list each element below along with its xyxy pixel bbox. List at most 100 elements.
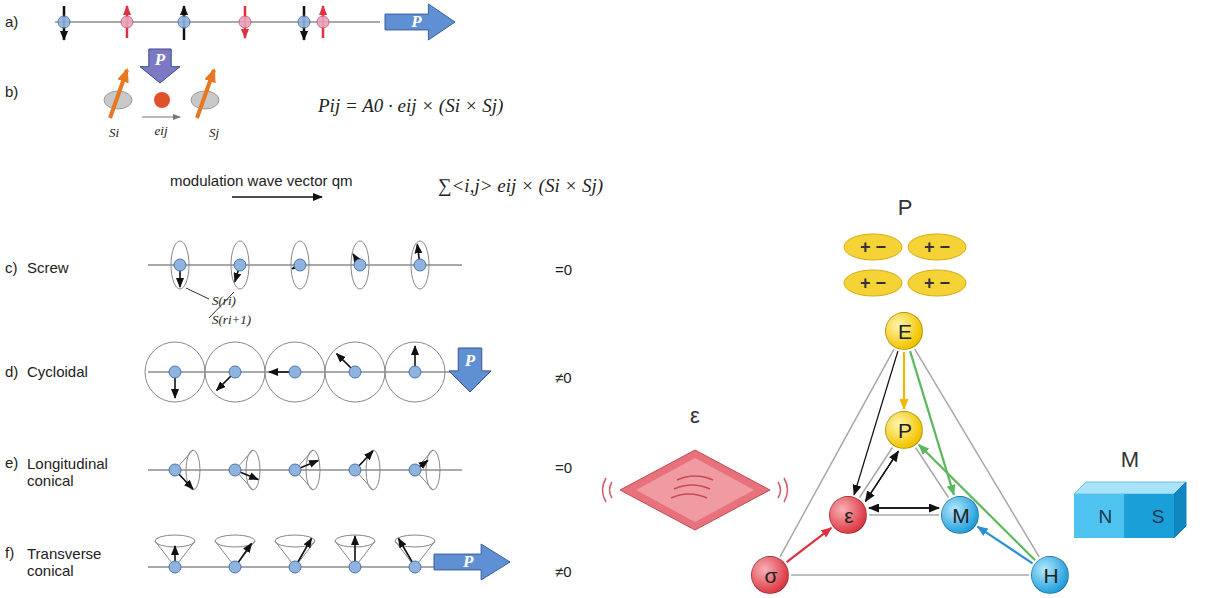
circle-node: P [885,411,923,449]
label: Screw [27,259,69,276]
label: b) [5,83,18,100]
connector [865,451,898,501]
spin-site [229,464,241,476]
node-text: M [1121,447,1139,473]
magnet-south [1124,494,1174,538]
label: c) [5,259,18,276]
node-text: M [952,504,970,528]
arrow-shape [434,544,510,580]
connector [916,448,949,498]
node-text: E [898,320,912,344]
circle-node: M [941,496,979,534]
connector [869,507,939,508]
label: ≠0 [555,369,572,386]
diamond-shape [620,450,770,530]
spin-site [409,464,421,476]
spin-site [289,464,301,476]
rotation-plane [145,342,205,402]
magnet-side [1174,482,1186,538]
connector [915,349,1039,557]
connector [977,527,1032,564]
spin-site [414,259,426,271]
polarization-arrow: P [449,348,491,392]
spin-site [234,259,246,271]
label: =0 [555,459,572,476]
node-shape [620,450,770,530]
circle-node: σ [751,556,789,594]
spin-site [349,561,361,573]
spin-site [229,561,241,573]
connector [865,451,898,501]
ellipse-shape [844,234,902,260]
node-text: P [465,351,475,371]
node-text: + − [860,237,886,258]
spin-site [174,259,186,271]
rotation-plane [351,241,369,289]
label: d) [5,363,18,380]
connector [780,349,894,556]
node-text: P [155,50,165,70]
label: e) [5,454,18,471]
circle-node: E [885,312,923,350]
spin-site [169,464,181,476]
node-text: σ [765,564,778,588]
spin-site [169,366,181,378]
charge-ellipse: + − [907,269,967,297]
rotation-plane [205,342,265,402]
rotation-plane [171,241,189,289]
arrow-shape [385,4,455,40]
cone [395,535,435,547]
spin-site [229,366,241,378]
charge-ellipse: + − [843,269,903,297]
spin-rows [145,241,462,573]
polarization-arrow: P [385,4,455,40]
label: Cycloidal [27,363,88,380]
spin-site [409,366,421,378]
polarization-arrow: P [140,49,180,83]
rotation-plane [411,241,429,289]
label: Si [109,126,119,141]
magnet-box: MNS [1074,482,1186,538]
spin-site [289,366,301,378]
cone [155,535,195,547]
polarization-arrow: P [434,544,510,580]
arrow-shape [449,348,491,392]
arrow-shape [140,49,180,83]
wave-vector-arrow [232,196,322,197]
cone [275,535,315,547]
connector [869,507,939,508]
connector [787,528,832,562]
rotation-plane [385,342,445,402]
strain-diamond: ε [620,450,770,530]
spin-site [349,464,361,476]
wave [674,485,710,489]
chain-a [55,6,380,40]
label: a) [5,13,18,30]
circle-node: H [1031,556,1069,594]
node-text: N [1098,506,1112,528]
charge-ellipse: + − [907,233,967,261]
magnet-north [1074,494,1124,538]
diamond-shape [636,458,754,522]
spin-site [289,561,301,573]
label: modulation wave vector qm [170,172,353,189]
label: f) [5,544,14,561]
spin-site [349,366,361,378]
node-text: ε [844,504,853,528]
ellipse-shape [908,234,966,260]
spin-site [294,259,306,271]
vibration-mark [603,478,788,502]
label: Pij = A0 · eij × (Si × Sj) [318,95,503,117]
ellipse-shape [844,270,902,296]
wave [671,494,707,498]
connector [869,514,939,516]
ellipse-shape [908,270,966,296]
node-text: + − [924,237,950,258]
rotation-plane [265,342,325,402]
spin-site [409,561,421,573]
node-text: P [898,419,912,443]
connector [919,445,1035,560]
cone [215,535,255,547]
